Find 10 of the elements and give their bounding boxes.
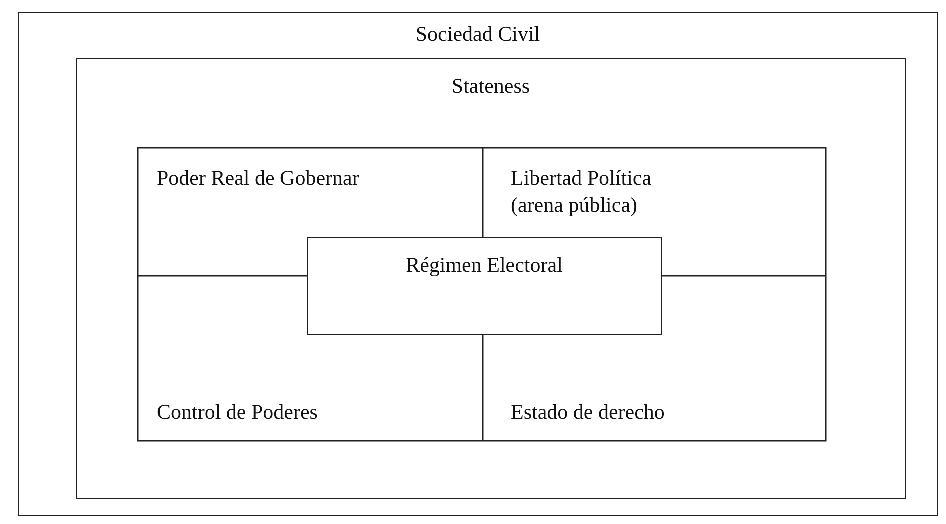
quadrant-label: Poder Real de Gobernar xyxy=(157,165,360,192)
box-label: Régimen Electoral xyxy=(406,252,563,279)
center-box xyxy=(307,237,662,335)
outer-frame xyxy=(18,12,938,516)
quadrant-label: Libertad Política (arena pública) xyxy=(511,165,653,219)
quadrant-label: Estado de derecho xyxy=(511,399,665,426)
quadrant-label: Control de Poderes xyxy=(157,399,318,426)
frame-title: Stateness xyxy=(452,73,530,100)
frame-title: Sociedad Civil xyxy=(416,21,540,48)
inner-frame xyxy=(76,58,906,499)
